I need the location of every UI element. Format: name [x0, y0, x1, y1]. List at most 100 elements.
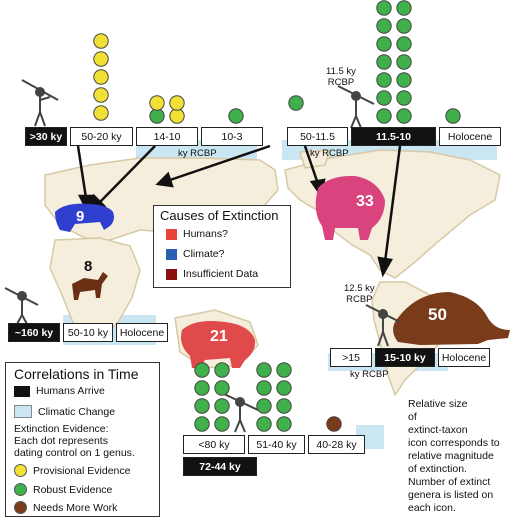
cause-insufficient: Insufficient Data [166, 268, 258, 280]
provisional-dot [169, 108, 185, 124]
robust-dot [214, 362, 230, 378]
provisional-dot [93, 105, 109, 121]
na-period-holocene: Holocene [439, 127, 501, 146]
needs-work-dot-icon [14, 501, 27, 514]
robust-dot [376, 54, 392, 70]
australia-extinct-count: 21 [210, 328, 228, 345]
robust-dot [228, 108, 244, 124]
cause-humans-swatch [166, 228, 177, 240]
provisional-label: Provisional Evidence [33, 464, 131, 477]
rhino-icon [55, 203, 114, 232]
evidence-dots [93, 0, 461, 432]
provisional-dot [93, 69, 109, 85]
human-spear-icon [221, 392, 259, 433]
cause-humans-label: Humans? [183, 228, 228, 240]
provisional-dot [93, 33, 109, 49]
sa-period-holocene: Holocene [438, 348, 490, 367]
human-spear-icon [365, 304, 401, 347]
correlations-title: Correlations in Time [14, 366, 139, 382]
europe-extinct-count: 9 [76, 208, 85, 225]
robust-dot-icon [14, 483, 27, 496]
robust-dot [376, 72, 392, 88]
human-spear-icon [4, 287, 39, 325]
robust-dot [396, 90, 412, 106]
robust-dot [256, 416, 272, 432]
correlations-legend: Correlations in Time Humans Arrive Clima… [5, 362, 160, 517]
cause-humans: Humans? [166, 228, 228, 240]
human-spear-icon [21, 79, 59, 127]
aus-period-51-40: 51-40 ky [248, 435, 305, 454]
robust-dot [288, 95, 304, 111]
legend-humans-arrive: Humans Arrive [14, 385, 105, 397]
causes-legend: Causes of Extinction Humans? Climate? In… [153, 205, 291, 288]
europe-unit-label: ky RCBP [178, 148, 217, 159]
africa-extinct-count: 8 [84, 258, 93, 275]
sa-arrival-label: 12.5 ky RCBP [344, 283, 375, 305]
human-spear-icon [337, 85, 375, 129]
na-period-50-11: 50-11.5 [287, 127, 348, 146]
provisional-dot [169, 95, 185, 111]
robust-dot [256, 380, 272, 396]
africa-period-holocene: Holocene [116, 323, 168, 342]
europe-period-10-3: 10-3 [201, 127, 263, 146]
robust-dot [445, 108, 461, 124]
cause-climate-swatch [166, 248, 177, 260]
sa-period-humans: 15-10 ky [375, 348, 435, 367]
robust-dot [376, 36, 392, 52]
robust-dot [376, 108, 392, 124]
na-period-humans: 11.5-10 [351, 127, 436, 146]
europe-period-humans: >30 ky [25, 127, 67, 146]
provisional-dot [93, 51, 109, 67]
bear-icon [181, 321, 256, 368]
robust-dot [396, 72, 412, 88]
robust-dot [396, 18, 412, 34]
robust-dot [376, 0, 392, 16]
needs-work-label: Needs More Work [33, 501, 118, 514]
legend-provisional: Provisional Evidence [14, 464, 130, 477]
needs-more-work-dot [326, 416, 342, 432]
robust-dot [396, 0, 412, 16]
robust-dot [376, 90, 392, 106]
robust-dot [276, 398, 292, 414]
cause-climate-label: Climate? [183, 248, 225, 260]
icon-size-note: Relative size of extinct-taxon icon corr… [408, 398, 500, 514]
na-arrival-label: 11.5 ky RCBP [326, 66, 356, 88]
robust-dot [256, 362, 272, 378]
robust-dot [149, 108, 165, 124]
robust-dot [194, 362, 210, 378]
sa-extinct-count: 50 [428, 305, 447, 324]
africa-period-50-10: 50-10 ky [63, 323, 113, 342]
climatic-change-label: Climatic Change [38, 405, 116, 418]
aus-period-humans: 72-44 ky [183, 457, 257, 476]
legend-climatic-change: Climatic Change [14, 405, 115, 418]
sa-period-15: >15 [330, 348, 372, 367]
europe-period-50-20: 50-20 ky [70, 127, 133, 146]
robust-dot [214, 398, 230, 414]
africa-period-humans: ~160 ky [8, 323, 60, 342]
robust-dot [396, 36, 412, 52]
robust-label: Robust Evidence [33, 483, 113, 496]
aus-period-40-28: 40-28 ky [308, 435, 365, 454]
na-extinct-count: 33 [356, 193, 374, 210]
robust-dot [276, 416, 292, 432]
cause-climate: Climate? [166, 248, 224, 260]
robust-dot [376, 18, 392, 34]
evidence-description: Extinction Evidence: Each dot represents… [14, 423, 135, 459]
cause-insufficient-swatch [166, 268, 177, 280]
na-unit-label: ky RCBP [310, 148, 349, 159]
humans-arrive-swatch [14, 385, 30, 397]
europe-period-14-10: 14-10 [136, 127, 198, 146]
robust-dot [194, 398, 210, 414]
human-icons [4, 79, 401, 433]
aus-period-80: <80 ky [183, 435, 245, 454]
extinct-taxon-icons [55, 175, 510, 368]
glyptodont-icon [393, 292, 510, 345]
robust-dot [214, 416, 230, 432]
provisional-dot [93, 87, 109, 103]
robust-dot [396, 108, 412, 124]
provisional-dot-icon [14, 464, 27, 477]
robust-dot [214, 380, 230, 396]
climatic-change-swatch [14, 405, 32, 418]
causes-title: Causes of Extinction [160, 208, 279, 223]
